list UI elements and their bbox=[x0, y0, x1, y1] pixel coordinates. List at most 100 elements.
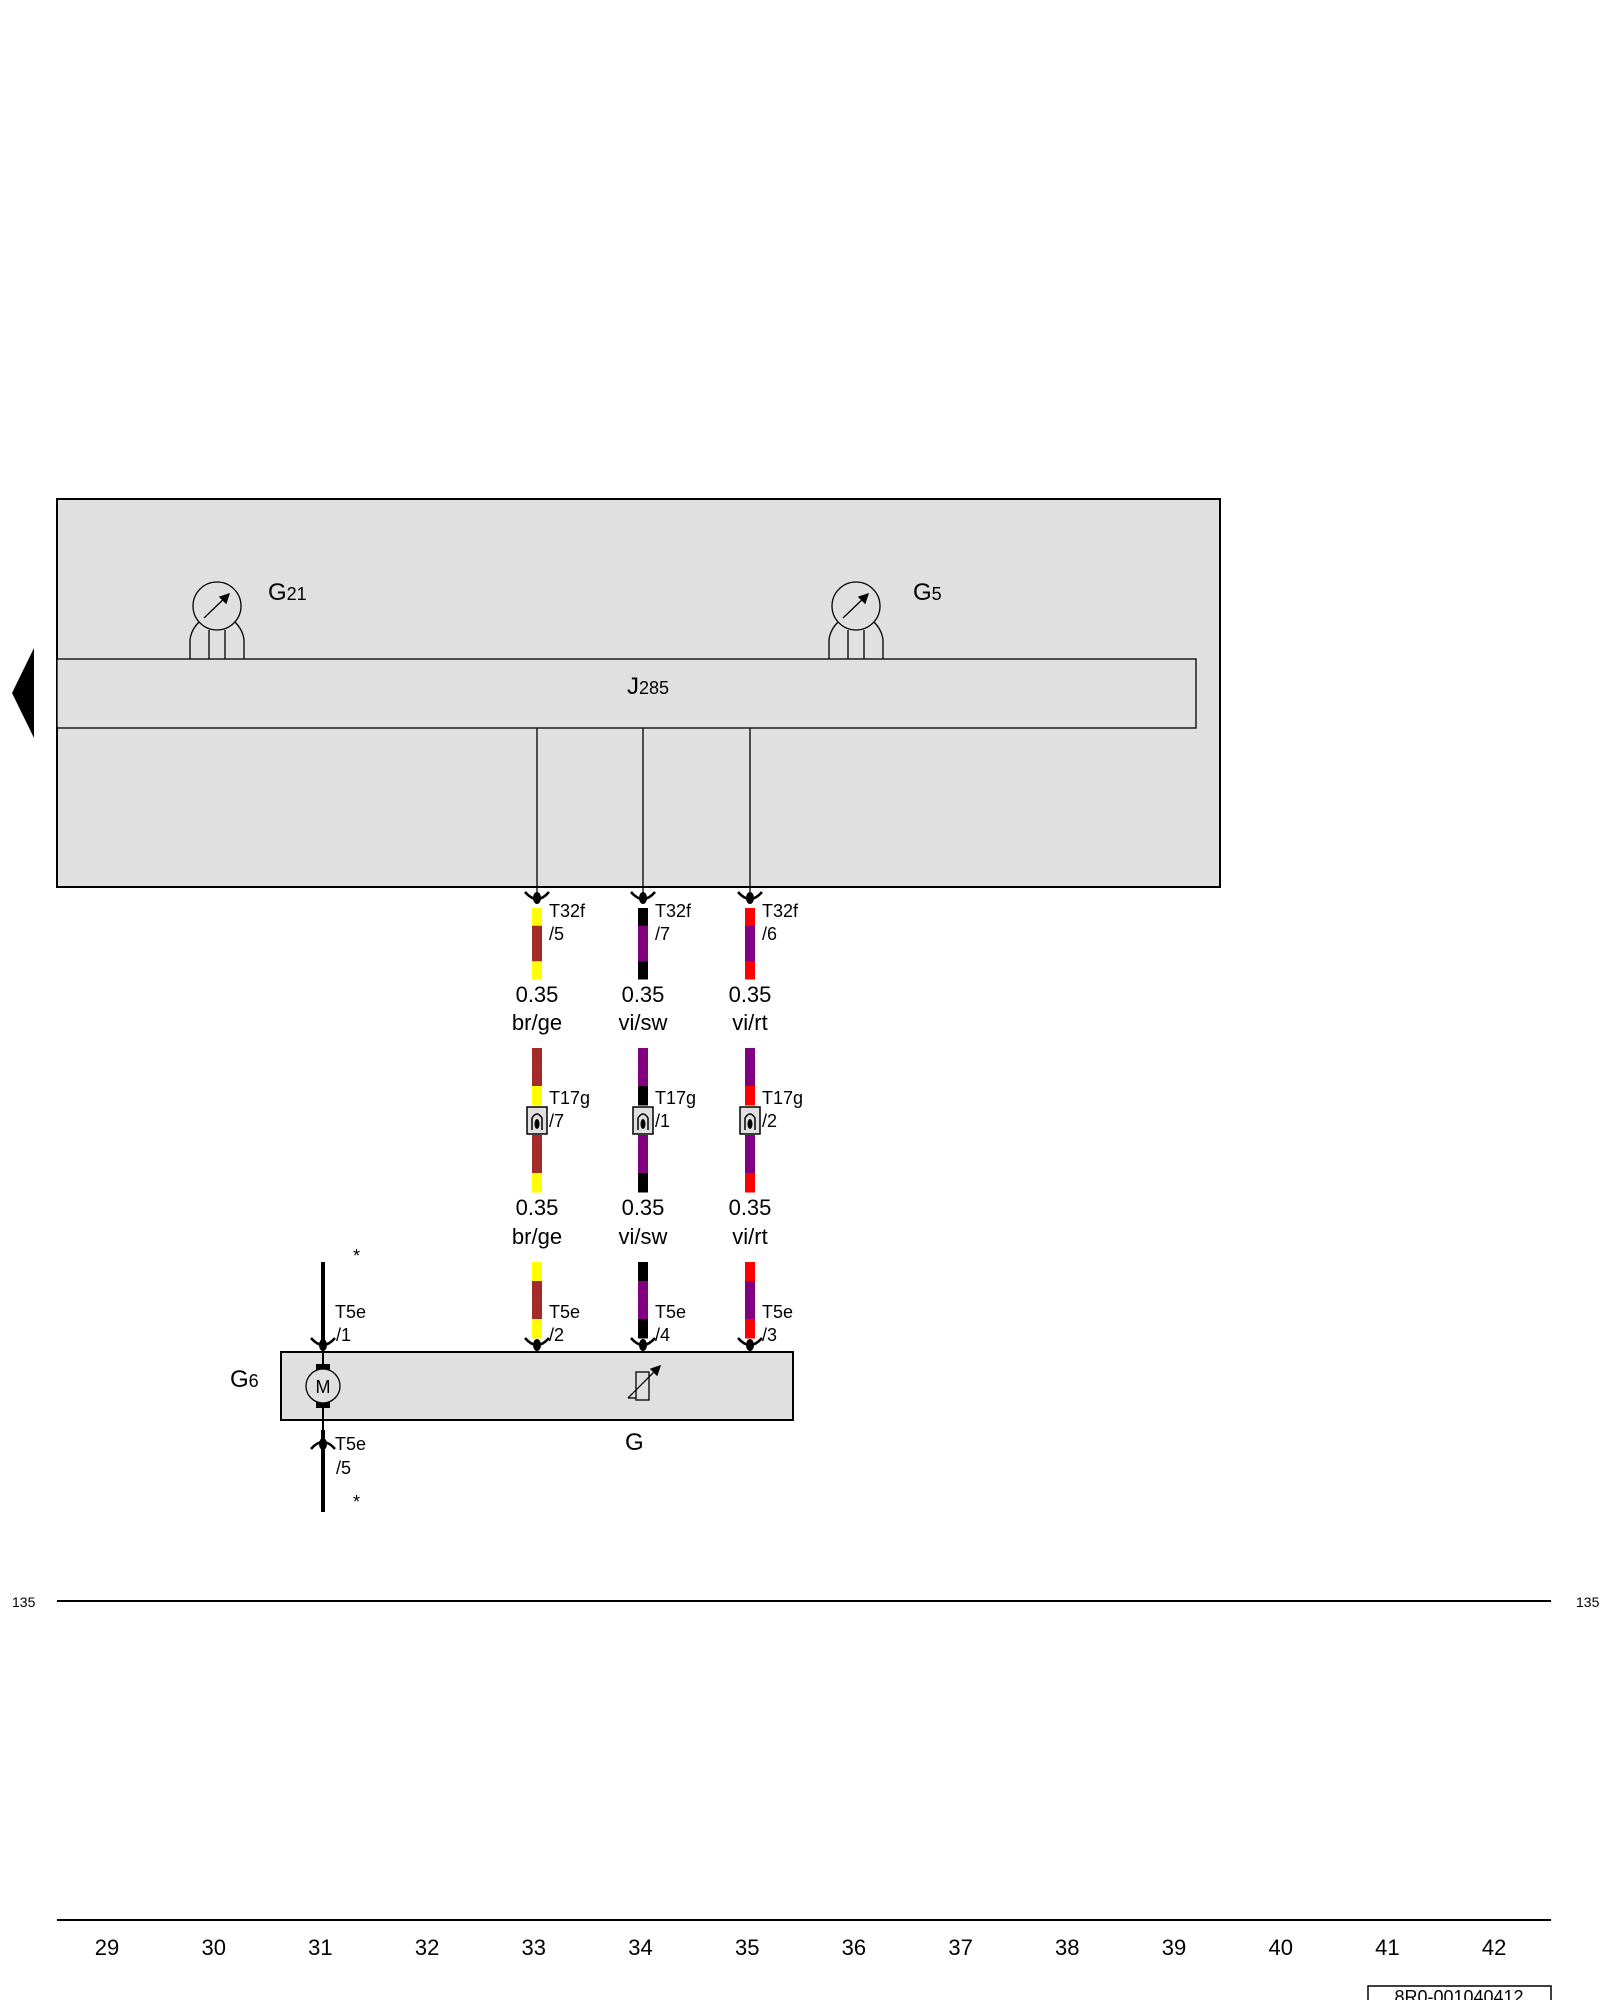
motor-connector-bottom-pin: /5 bbox=[336, 1458, 351, 1478]
motor-connector-bottom-name: T5e bbox=[335, 1434, 366, 1454]
wire-lower-segment bbox=[532, 1262, 542, 1282]
grid-number: 38 bbox=[1055, 1935, 1079, 1960]
wire-color-lower: vi/sw bbox=[619, 1224, 668, 1249]
connector-upper-name: T32f bbox=[762, 901, 799, 921]
connector-mid-pin-label: /7 bbox=[549, 1111, 564, 1131]
wire-lower-segment bbox=[745, 1319, 755, 1339]
wire-lower-segment bbox=[532, 1281, 542, 1301]
wire-upper-segment bbox=[532, 925, 542, 944]
connector-lower-name: T5e bbox=[549, 1302, 580, 1322]
wire-upper-segment bbox=[745, 943, 755, 962]
connector-upper-name: T32f bbox=[655, 901, 692, 921]
wire-upper-segment bbox=[638, 943, 648, 962]
wire-size-upper: 0.35 bbox=[622, 982, 665, 1007]
connector-pin bbox=[746, 1339, 754, 1351]
continuation-arrow-icon bbox=[12, 648, 34, 738]
connector-pin bbox=[746, 892, 754, 904]
gauge-right-icon bbox=[828, 581, 884, 659]
connector-lower-name: T5e bbox=[762, 1302, 793, 1322]
wire-size-upper: 0.35 bbox=[516, 982, 559, 1007]
motor-connector-top-name: T5e bbox=[335, 1302, 366, 1322]
wire-mid-bottom-segment bbox=[745, 1154, 755, 1174]
wire-mid-bottom-segment bbox=[638, 1135, 648, 1155]
wire-size-lower: 0.35 bbox=[729, 1195, 772, 1220]
variable-resistor-icon bbox=[627, 1364, 662, 1401]
grid-number: 37 bbox=[948, 1935, 972, 1960]
wire-upper-segment bbox=[638, 961, 648, 980]
connector-mid-name: T17g bbox=[762, 1088, 803, 1108]
wire-lower-segment bbox=[745, 1281, 755, 1301]
wire-upper-segment bbox=[638, 925, 648, 944]
wire-upper-segment bbox=[745, 908, 755, 927]
connector-mid-name: T17g bbox=[549, 1088, 590, 1108]
motor-terminal-top bbox=[316, 1364, 330, 1372]
connector-mid-socket bbox=[637, 1113, 649, 1130]
motor-connector-top-icon bbox=[310, 1337, 336, 1351]
wire-mid-top-segment bbox=[638, 1048, 648, 1068]
wire-upper-segment bbox=[638, 908, 648, 927]
wire-color-upper: vi/sw bbox=[619, 1010, 668, 1035]
reference-number-right: 135 bbox=[1576, 1594, 1600, 1610]
wire-size-lower: 0.35 bbox=[622, 1195, 665, 1220]
fuel-sender-assembly-label: G6 bbox=[230, 1366, 259, 1393]
wire-mid-top-segment bbox=[638, 1067, 648, 1087]
wire-color-lower: br/ge bbox=[512, 1224, 562, 1249]
motor-symbol-text: M bbox=[316, 1377, 331, 1397]
connector-mid-pin bbox=[640, 1119, 646, 1129]
wire-color-upper: vi/rt bbox=[732, 1010, 767, 1035]
grid-number: 39 bbox=[1162, 1935, 1186, 1960]
diagram-id-box bbox=[1367, 1985, 1552, 2000]
wire-mid-top-segment bbox=[532, 1086, 542, 1106]
wire-lower-segment bbox=[638, 1319, 648, 1339]
connector-mid-pin bbox=[534, 1119, 540, 1129]
note-marker-top: * bbox=[353, 1246, 360, 1266]
wire-mid-bottom-segment bbox=[745, 1173, 755, 1193]
control-unit-label: J285 bbox=[627, 673, 669, 700]
connector-mid-pin bbox=[747, 1119, 753, 1129]
grid-number: 30 bbox=[201, 1935, 225, 1960]
wire-upper-segment bbox=[745, 961, 755, 980]
wire-mid-bottom-segment bbox=[532, 1135, 542, 1155]
wire-upper-segment bbox=[532, 961, 542, 980]
wire-lower-segment bbox=[745, 1300, 755, 1320]
grid-number: 29 bbox=[95, 1935, 119, 1960]
motor-terminal-bottom bbox=[316, 1400, 330, 1408]
connector-pin bbox=[639, 892, 647, 904]
wire-lower-segment bbox=[638, 1262, 648, 1282]
wire-color-upper: br/ge bbox=[512, 1010, 562, 1035]
connector-lower-pin: /3 bbox=[762, 1325, 777, 1345]
wire-mid-bottom-segment bbox=[638, 1154, 648, 1174]
gauge-left-label: G21 bbox=[268, 579, 307, 606]
connector-lower-name: T5e bbox=[655, 1302, 686, 1322]
grid-number: 42 bbox=[1482, 1935, 1506, 1960]
wire-lower-segment bbox=[638, 1281, 648, 1301]
grid-number: 32 bbox=[415, 1935, 439, 1960]
connector-pin bbox=[533, 1339, 541, 1351]
motor-connector-bottom-icon bbox=[310, 1438, 336, 1450]
connector-pin bbox=[533, 892, 541, 904]
reference-number-left: 135 bbox=[12, 1594, 36, 1610]
grid-number: 40 bbox=[1268, 1935, 1292, 1960]
grid-number: 33 bbox=[522, 1935, 546, 1960]
note-marker-bottom: * bbox=[353, 1492, 360, 1512]
motor-icon bbox=[305, 1368, 341, 1404]
connector-upper-pin: /5 bbox=[549, 924, 564, 944]
wire-lower-segment bbox=[638, 1300, 648, 1320]
wire-color-lower: vi/rt bbox=[732, 1224, 767, 1249]
wire-lower-segment bbox=[532, 1300, 542, 1320]
wire-upper-segment bbox=[745, 925, 755, 944]
wire-mid-bottom-segment bbox=[532, 1173, 542, 1193]
wire-mid-top-segment bbox=[532, 1048, 542, 1068]
gauge-right-label: G5 bbox=[913, 579, 942, 606]
wire-mid-top-segment bbox=[745, 1048, 755, 1068]
connector-lower-pin: /2 bbox=[549, 1325, 564, 1345]
connector-mid-socket bbox=[531, 1113, 543, 1130]
wire-mid-top-segment bbox=[532, 1067, 542, 1087]
wire-mid-top-segment bbox=[638, 1086, 648, 1106]
wire-lower-segment bbox=[532, 1319, 542, 1339]
wire-mid-bottom-segment bbox=[745, 1135, 755, 1155]
wire-upper-segment bbox=[532, 908, 542, 927]
